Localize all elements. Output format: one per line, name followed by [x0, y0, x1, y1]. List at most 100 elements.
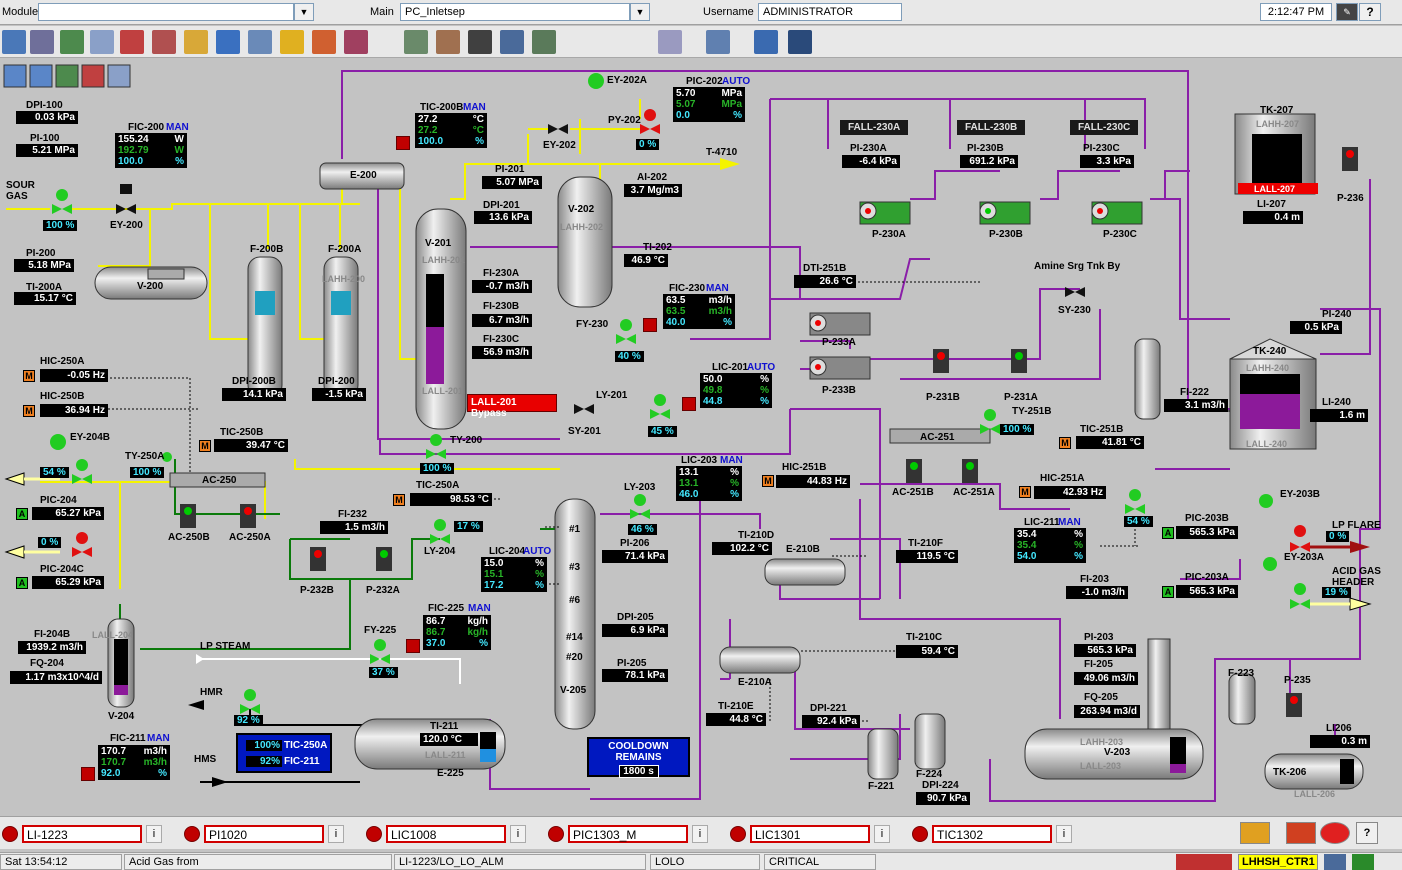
alarm-list-icon[interactable] — [312, 30, 336, 54]
filter-ac251-stack[interactable] — [1134, 338, 1161, 420]
filter-f224[interactable] — [914, 713, 946, 770]
v200-label: V-200 — [137, 281, 164, 292]
column-v205[interactable] — [554, 498, 596, 730]
alarm-info-button[interactable]: i — [874, 825, 890, 843]
group-display-icon[interactable] — [120, 30, 144, 54]
window-icon[interactable] — [248, 30, 272, 54]
lic211-faceplate[interactable]: 35.4%35.4%54.0% — [1014, 528, 1086, 563]
tic200b-interlock-icon[interactable] — [396, 136, 410, 150]
vessel-v202[interactable] — [557, 176, 613, 308]
pic203b-value: 565.3 kPa — [1176, 526, 1238, 539]
trend-bars-icon[interactable] — [60, 30, 84, 54]
exchanger-e200[interactable] — [319, 162, 405, 190]
tic250b-manual-icon[interactable]: M — [199, 440, 211, 452]
tools-icon[interactable]: ✎ — [1336, 3, 1358, 21]
main-select[interactable]: PC_Inletsep — [400, 3, 630, 21]
alarm-bell-icon[interactable] — [280, 30, 304, 54]
hic250a-manual-icon[interactable]: M — [23, 370, 35, 382]
module-dropdown-icon[interactable]: ▼ — [294, 3, 314, 21]
help-button[interactable]: ? — [1359, 3, 1381, 21]
export-icon[interactable] — [788, 30, 812, 54]
acknowledge-page-icon[interactable] — [1286, 822, 1316, 844]
f200a-label: F-200A — [328, 244, 362, 255]
lic203-faceplate[interactable]: 13.1%13.1%46.0% — [676, 466, 742, 501]
detail-display-icon[interactable] — [152, 30, 176, 54]
exchanger-e210a[interactable] — [719, 646, 801, 674]
acknowledge-icon[interactable] — [1240, 822, 1270, 844]
li207-label: LI-207 — [1257, 199, 1286, 210]
alarm-silence-icon[interactable] — [344, 30, 368, 54]
fic225-interlock-icon[interactable] — [406, 639, 420, 653]
status-level: LOLO — [650, 854, 760, 870]
module-select[interactable] — [38, 3, 294, 21]
v202-label: V-202 — [568, 204, 595, 215]
alarm-help-button[interactable]: ? — [1356, 822, 1378, 844]
fic230-interlock-icon[interactable] — [643, 318, 657, 332]
lic204-faceplate[interactable]: 15.0%15.1%17.2% — [481, 557, 547, 592]
hic251a-manual-icon[interactable]: M — [1019, 486, 1031, 498]
vessel-v200[interactable] — [94, 266, 208, 300]
lic201-faceplate[interactable]: 50.0%49.8%44.8% — [700, 373, 772, 408]
alarm-info-button[interactable]: i — [1056, 825, 1072, 843]
users-icon[interactable] — [436, 30, 460, 54]
main-dropdown-icon[interactable]: ▼ — [630, 3, 650, 21]
status-icons[interactable] — [1176, 854, 1232, 870]
filter-f221[interactable] — [867, 728, 899, 780]
vessel-v203[interactable] — [1024, 638, 1204, 780]
tank-tk240[interactable] — [1229, 338, 1317, 450]
pic203b-auto-icon[interactable]: A — [1162, 527, 1174, 539]
trend-chart-icon[interactable] — [468, 30, 492, 54]
edit-display-icon[interactable] — [658, 30, 682, 54]
tic250a-manual-icon[interactable]: M — [393, 494, 405, 506]
print-icon[interactable] — [30, 30, 54, 54]
hic251b-manual-icon[interactable]: M — [762, 475, 774, 487]
clock-icon[interactable] — [754, 30, 778, 54]
pic203a-auto-icon[interactable]: A — [1162, 586, 1174, 598]
exchanger-e210b[interactable] — [764, 558, 846, 586]
search-display-icon[interactable] — [90, 30, 114, 54]
aircooler-ac250[interactable] — [169, 472, 266, 488]
tools-icon-2[interactable] — [532, 30, 556, 54]
report-icon[interactable] — [500, 30, 524, 54]
alarm-info-button[interactable]: i — [510, 825, 526, 843]
vessel-f223[interactable] — [1228, 673, 1256, 725]
valves[interactable] — [50, 73, 1310, 714]
fic211-interlock-icon[interactable] — [81, 767, 95, 781]
lic201-interlock-icon[interactable] — [682, 397, 696, 411]
cooldown-timer: 1800 s — [618, 765, 659, 778]
pic204c-auto-icon[interactable]: A — [16, 577, 28, 589]
nav-buttons[interactable] — [3, 64, 131, 88]
tic251b-manual-icon[interactable]: M — [1059, 437, 1071, 449]
open-folder-icon[interactable] — [184, 30, 208, 54]
back-arrow-icon[interactable] — [216, 30, 240, 54]
zoom-icon[interactable] — [706, 30, 730, 54]
fy230-pct: 40 % — [615, 351, 644, 362]
alarm-info-button[interactable]: i — [146, 825, 162, 843]
vessel-f200b[interactable] — [247, 256, 283, 398]
silence-icon[interactable] — [1320, 822, 1350, 844]
operator-icon[interactable] — [404, 30, 428, 54]
vessel-v201[interactable] — [415, 208, 467, 430]
aircooler-ac251[interactable] — [889, 428, 991, 444]
alarm-info-button[interactable]: i — [692, 825, 708, 843]
v201-label: V-201 — [425, 238, 452, 249]
alarm-info-button[interactable]: i — [328, 825, 344, 843]
pic204-auto-icon[interactable]: A — [16, 508, 28, 520]
hic250b-manual-icon[interactable]: M — [23, 405, 35, 417]
lall201-bypass-button[interactable]: LALL-201 Bypass — [467, 394, 557, 419]
grid-icon[interactable] — [1352, 854, 1374, 870]
network-icon[interactable] — [1324, 854, 1346, 870]
fq204-label: FQ-204 — [30, 658, 64, 669]
tank-tk206[interactable] — [1264, 753, 1364, 790]
nav-first-icon[interactable] — [2, 30, 26, 54]
pumps[interactable] — [180, 147, 1358, 717]
tank-tk207[interactable] — [1234, 113, 1318, 195]
tray14-label: #14 — [566, 632, 583, 643]
vessel-v204[interactable] — [107, 618, 135, 708]
